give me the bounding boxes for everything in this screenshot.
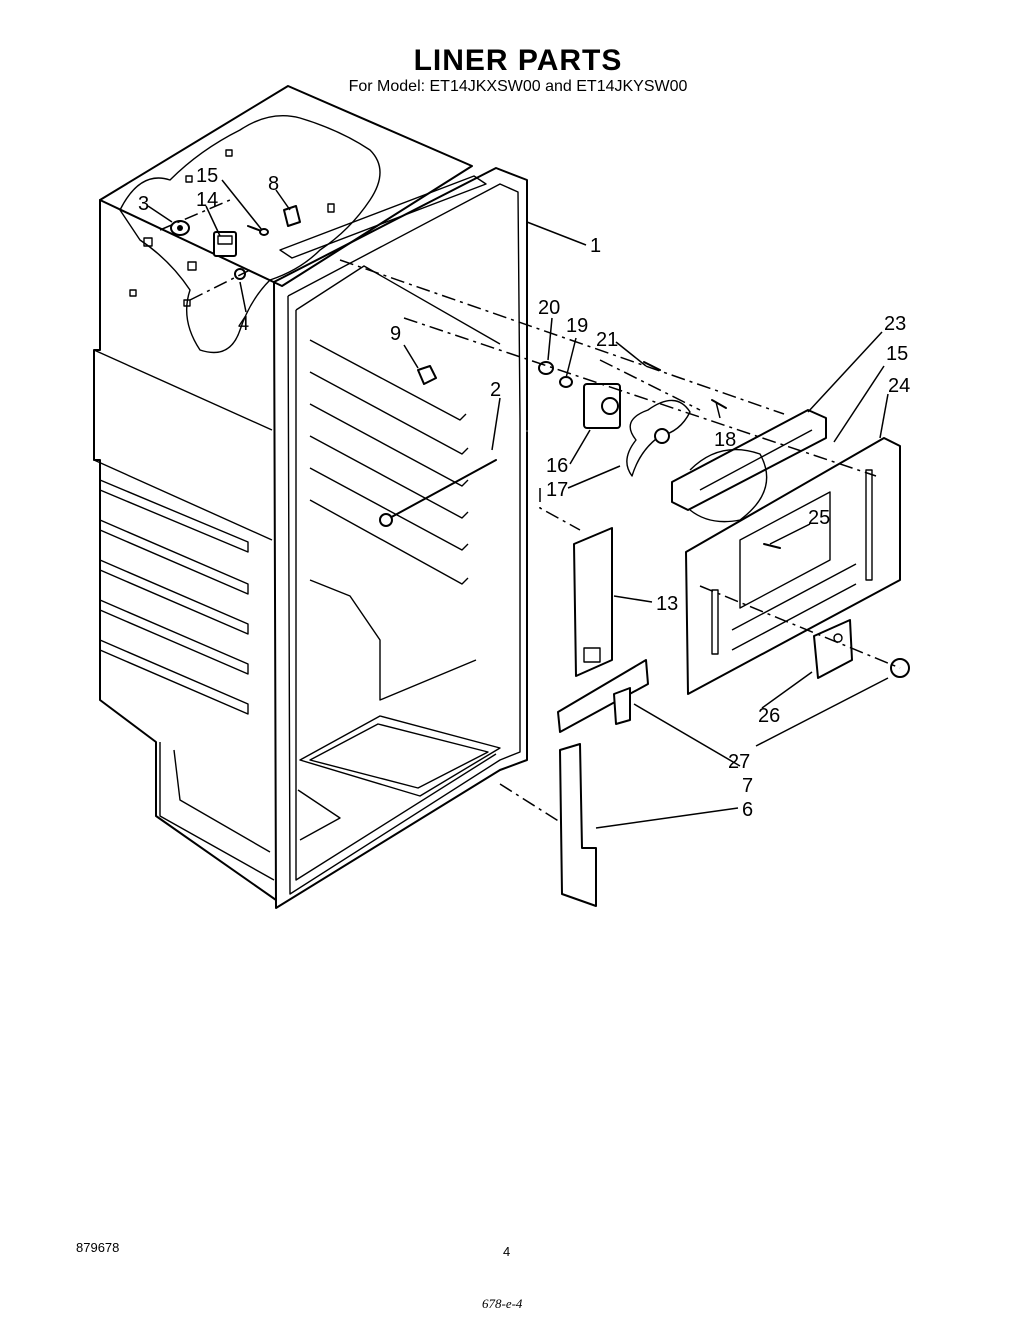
callout-17: 17 <box>546 479 568 501</box>
callout-15-right: 15 <box>886 343 908 365</box>
part-19-grommet <box>559 376 573 388</box>
part-18-screw <box>711 399 727 409</box>
callout-7: 7 <box>742 775 753 797</box>
callout-9: 9 <box>390 323 401 345</box>
page-title: LINER PARTS <box>413 44 623 77</box>
part-7-bracket <box>557 659 649 733</box>
callout-20: 20 <box>538 297 560 319</box>
part-23-shroud <box>671 409 827 523</box>
part-26-bracket <box>813 619 853 679</box>
callout-24: 24 <box>888 375 910 397</box>
page-number: 4 <box>503 1244 511 1259</box>
part-25-screw <box>763 543 781 549</box>
document-number: 879678 <box>76 1240 120 1255</box>
leader-lines <box>147 179 889 829</box>
part-6-insulation <box>559 743 597 907</box>
callout-25: 25 <box>808 507 830 529</box>
part-16-fan-motor <box>583 383 621 429</box>
part-13-insulation <box>573 527 613 677</box>
part-17-fan-blade <box>626 399 691 477</box>
callout-23: 23 <box>884 313 906 335</box>
callout-15-top: 15 <box>196 165 218 187</box>
part-21-screw <box>643 361 661 371</box>
callout-27: 27 <box>728 751 750 773</box>
part-15-screw <box>247 225 269 236</box>
callout-19: 19 <box>566 315 588 337</box>
liner-cabinet <box>93 85 528 909</box>
callout-8: 8 <box>268 173 279 195</box>
callout-26: 26 <box>758 705 780 727</box>
handwritten-note: 678-e-4 <box>482 1296 523 1311</box>
callout-13: 13 <box>656 593 678 615</box>
part-9-clip <box>417 365 437 385</box>
part-24-evaporator-cover <box>685 437 901 695</box>
callout-1: 1 <box>590 235 601 257</box>
callout-14: 14 <box>196 189 218 211</box>
callout-21: 21 <box>596 329 618 351</box>
part-14-switch <box>213 231 237 257</box>
part-3-bulb-socket <box>170 220 190 236</box>
model-subtitle: For Model: ET14JKXSW00 and ET14JKYSW00 <box>348 78 688 95</box>
callout-3: 3 <box>138 193 149 215</box>
callout-6: 6 <box>742 799 753 821</box>
callout-2: 2 <box>490 379 501 401</box>
part-4-nut <box>234 268 246 280</box>
assembly-lines <box>159 199 901 823</box>
callout-4: 4 <box>238 313 249 335</box>
callout-16: 16 <box>546 455 568 477</box>
part-8-clip <box>283 205 301 227</box>
callout-18: 18 <box>714 429 736 451</box>
